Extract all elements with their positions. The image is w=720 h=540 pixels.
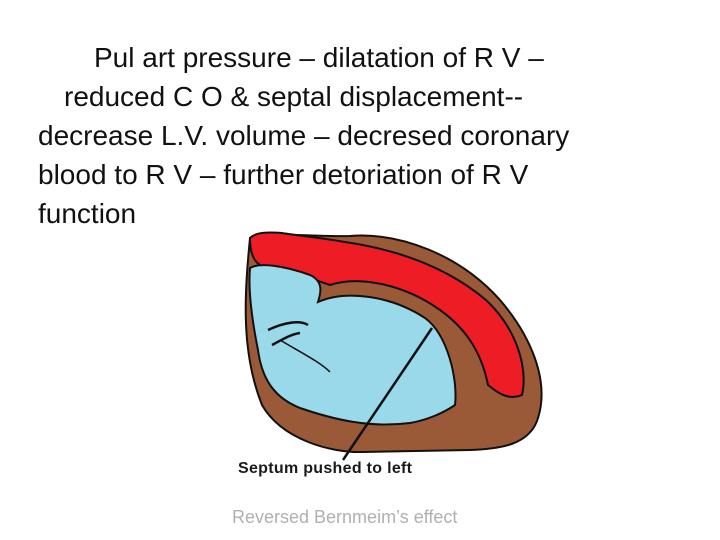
diagram-caption: Septum pushed to left <box>238 460 412 478</box>
slide-footer: Reversed Bernmeim’s effect <box>232 507 457 528</box>
